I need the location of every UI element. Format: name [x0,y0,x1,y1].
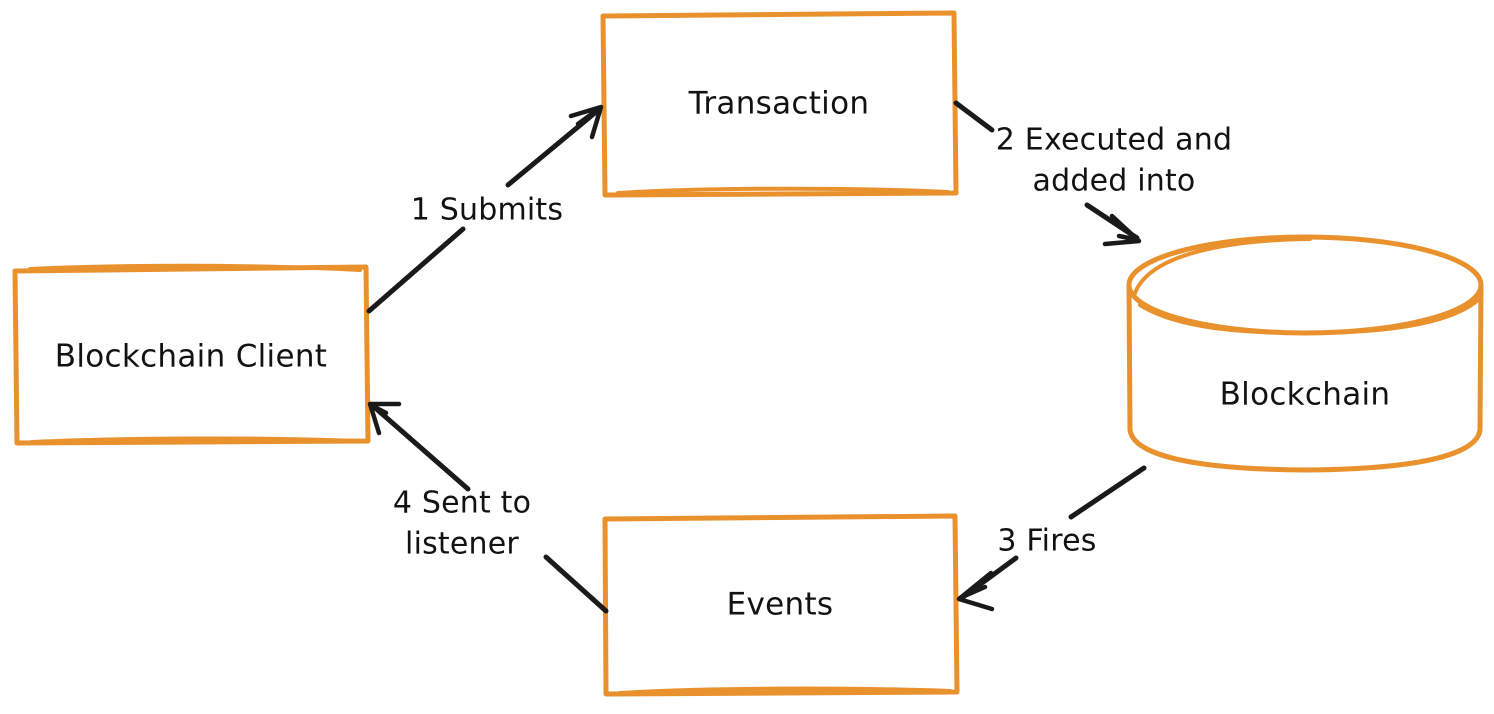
edge-1-label: 1 Submits [411,193,563,228]
node-blockchain-client[interactable]: Blockchain Client [12,263,371,446]
node-blockchain-client-outline [12,264,371,446]
node-blockchain-client-sketch-bottom [30,436,358,444]
node-events-label: Events [727,587,834,623]
edge-4-line-upper [370,403,471,492]
edge-events-to-client[interactable]: 4 Sent to listener [367,401,609,614]
node-events-outline [602,513,960,697]
edge-4-arrowhead [367,401,402,436]
edge-2-line-upper [953,100,995,133]
edge-transaction-to-blockchain[interactable]: 2 Executed and added into [953,100,1232,247]
edge-1-line-lower [366,226,466,314]
node-transaction-label: Transaction [688,86,870,122]
node-blockchain-rim-sketch [1138,298,1480,335]
edge-4-label-line-1: 4 Sent to [393,486,531,521]
node-transaction[interactable]: Transaction [600,10,959,198]
edge-4-line-lower [543,554,609,614]
node-blockchain-top-sketch [1132,237,1312,298]
node-blockchain-top-ellipse [1126,234,1484,336]
node-blockchain[interactable]: Blockchain [1126,234,1484,473]
edge-blockchain-to-events[interactable]: 3 Fires [956,465,1147,612]
edge-3-arrowhead [956,570,995,612]
edge-2-label-line-1: 2 Executed and [996,123,1232,158]
node-events-sketch-bottom [618,686,952,695]
edge-3-label: 3 Fires [997,524,1096,559]
edge-1-arrowhead [568,104,604,140]
node-transaction-outline [600,10,959,198]
edge-2-label-line-2: added into [1033,164,1196,199]
edge-client-to-transaction[interactable]: 1 Submits [366,104,604,314]
node-blockchain-client-sketch-top [28,263,362,272]
node-transaction-sketch-bottom [616,186,950,195]
edge-4-label-line-2: listener [405,527,519,562]
node-events[interactable]: Events [602,513,960,697]
node-blockchain-label: Blockchain [1220,377,1391,413]
node-blockchain-body [1126,283,1484,473]
edge-3-line-upper [1068,465,1147,520]
edge-2-arrowhead [1102,213,1142,247]
node-blockchain-client-label: Blockchain Client [55,339,328,375]
